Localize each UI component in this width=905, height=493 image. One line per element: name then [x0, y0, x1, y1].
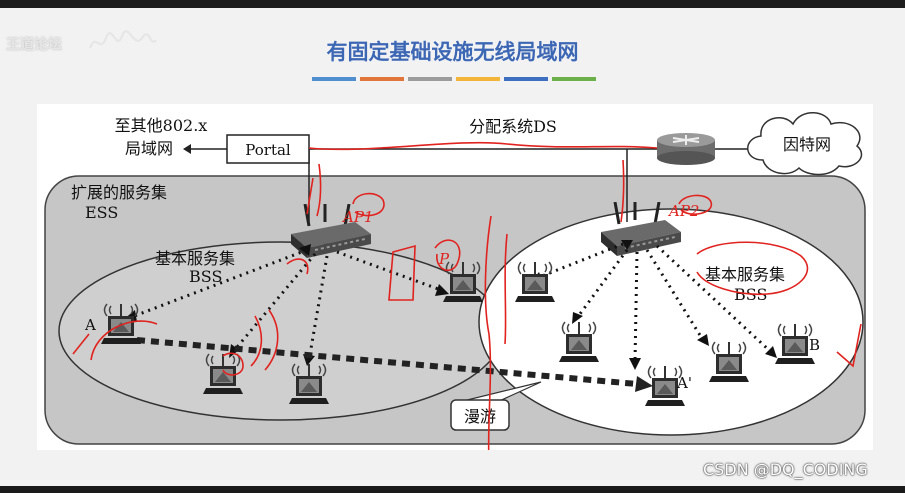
stripe-orange — [360, 77, 404, 81]
station-b-label: B — [809, 336, 820, 354]
roaming-arrowhead — [635, 376, 653, 392]
roaming-label: 漫游 — [464, 407, 496, 426]
forum-logo: 王道论坛 — [6, 37, 62, 53]
router-icon — [657, 133, 715, 165]
signature-watermark — [88, 30, 157, 49]
ap1-annotation: AP1 — [341, 208, 373, 226]
portal-label: Portal — [245, 141, 291, 159]
other-lan-label-1: 至其他802.x — [115, 116, 208, 135]
other-lan-label-2: 局域网 — [125, 139, 173, 158]
stripe-blue — [312, 77, 356, 81]
roaming-callout — [450, 381, 542, 431]
bss-right-label-1: 基本服务集 — [705, 265, 785, 284]
bss-left-label-1: 基本服务集 — [155, 249, 235, 268]
csdn-watermark: CSDN @DQ_CODING — [703, 460, 868, 479]
stripe-green — [552, 77, 596, 81]
stripe-darkblue — [504, 77, 548, 81]
internet-label: 因特网 — [783, 135, 831, 154]
title-underline — [312, 77, 596, 81]
station-a-prime-label: A' — [676, 374, 692, 392]
portal-out-arrow — [183, 144, 191, 154]
ds-label: 分配系统DS — [469, 117, 557, 136]
top-bar — [0, 0, 905, 8]
ap2-annotation: AP2 — [667, 202, 699, 220]
association-links — [128, 242, 773, 363]
bottom-bar — [0, 486, 905, 493]
portal-box — [226, 134, 310, 164]
slide-title: 有固定基础设施无线局域网 — [326, 40, 579, 64]
wlan-diagram: 至其他802.x 局域网 Portal 分配系统DS 因特网 扩展的服务集 ES… — [44, 112, 866, 450]
cloud-icon — [747, 112, 863, 176]
ess-label-2: ESS — [85, 203, 118, 222]
diagram-panel: 至其他802.x 局域网 Portal 分配系统DS 因特网 扩展的服务集 ES… — [37, 104, 873, 450]
bss-left-label-2: BSS — [189, 267, 222, 286]
ess-label-1: 扩展的服务集 — [71, 183, 167, 202]
station-a-label: A — [84, 316, 96, 334]
stripe-gray — [408, 77, 452, 81]
p-annotation: P — [438, 250, 450, 268]
stripe-yellow — [456, 77, 500, 81]
ink-annotations — [72, 141, 862, 450]
